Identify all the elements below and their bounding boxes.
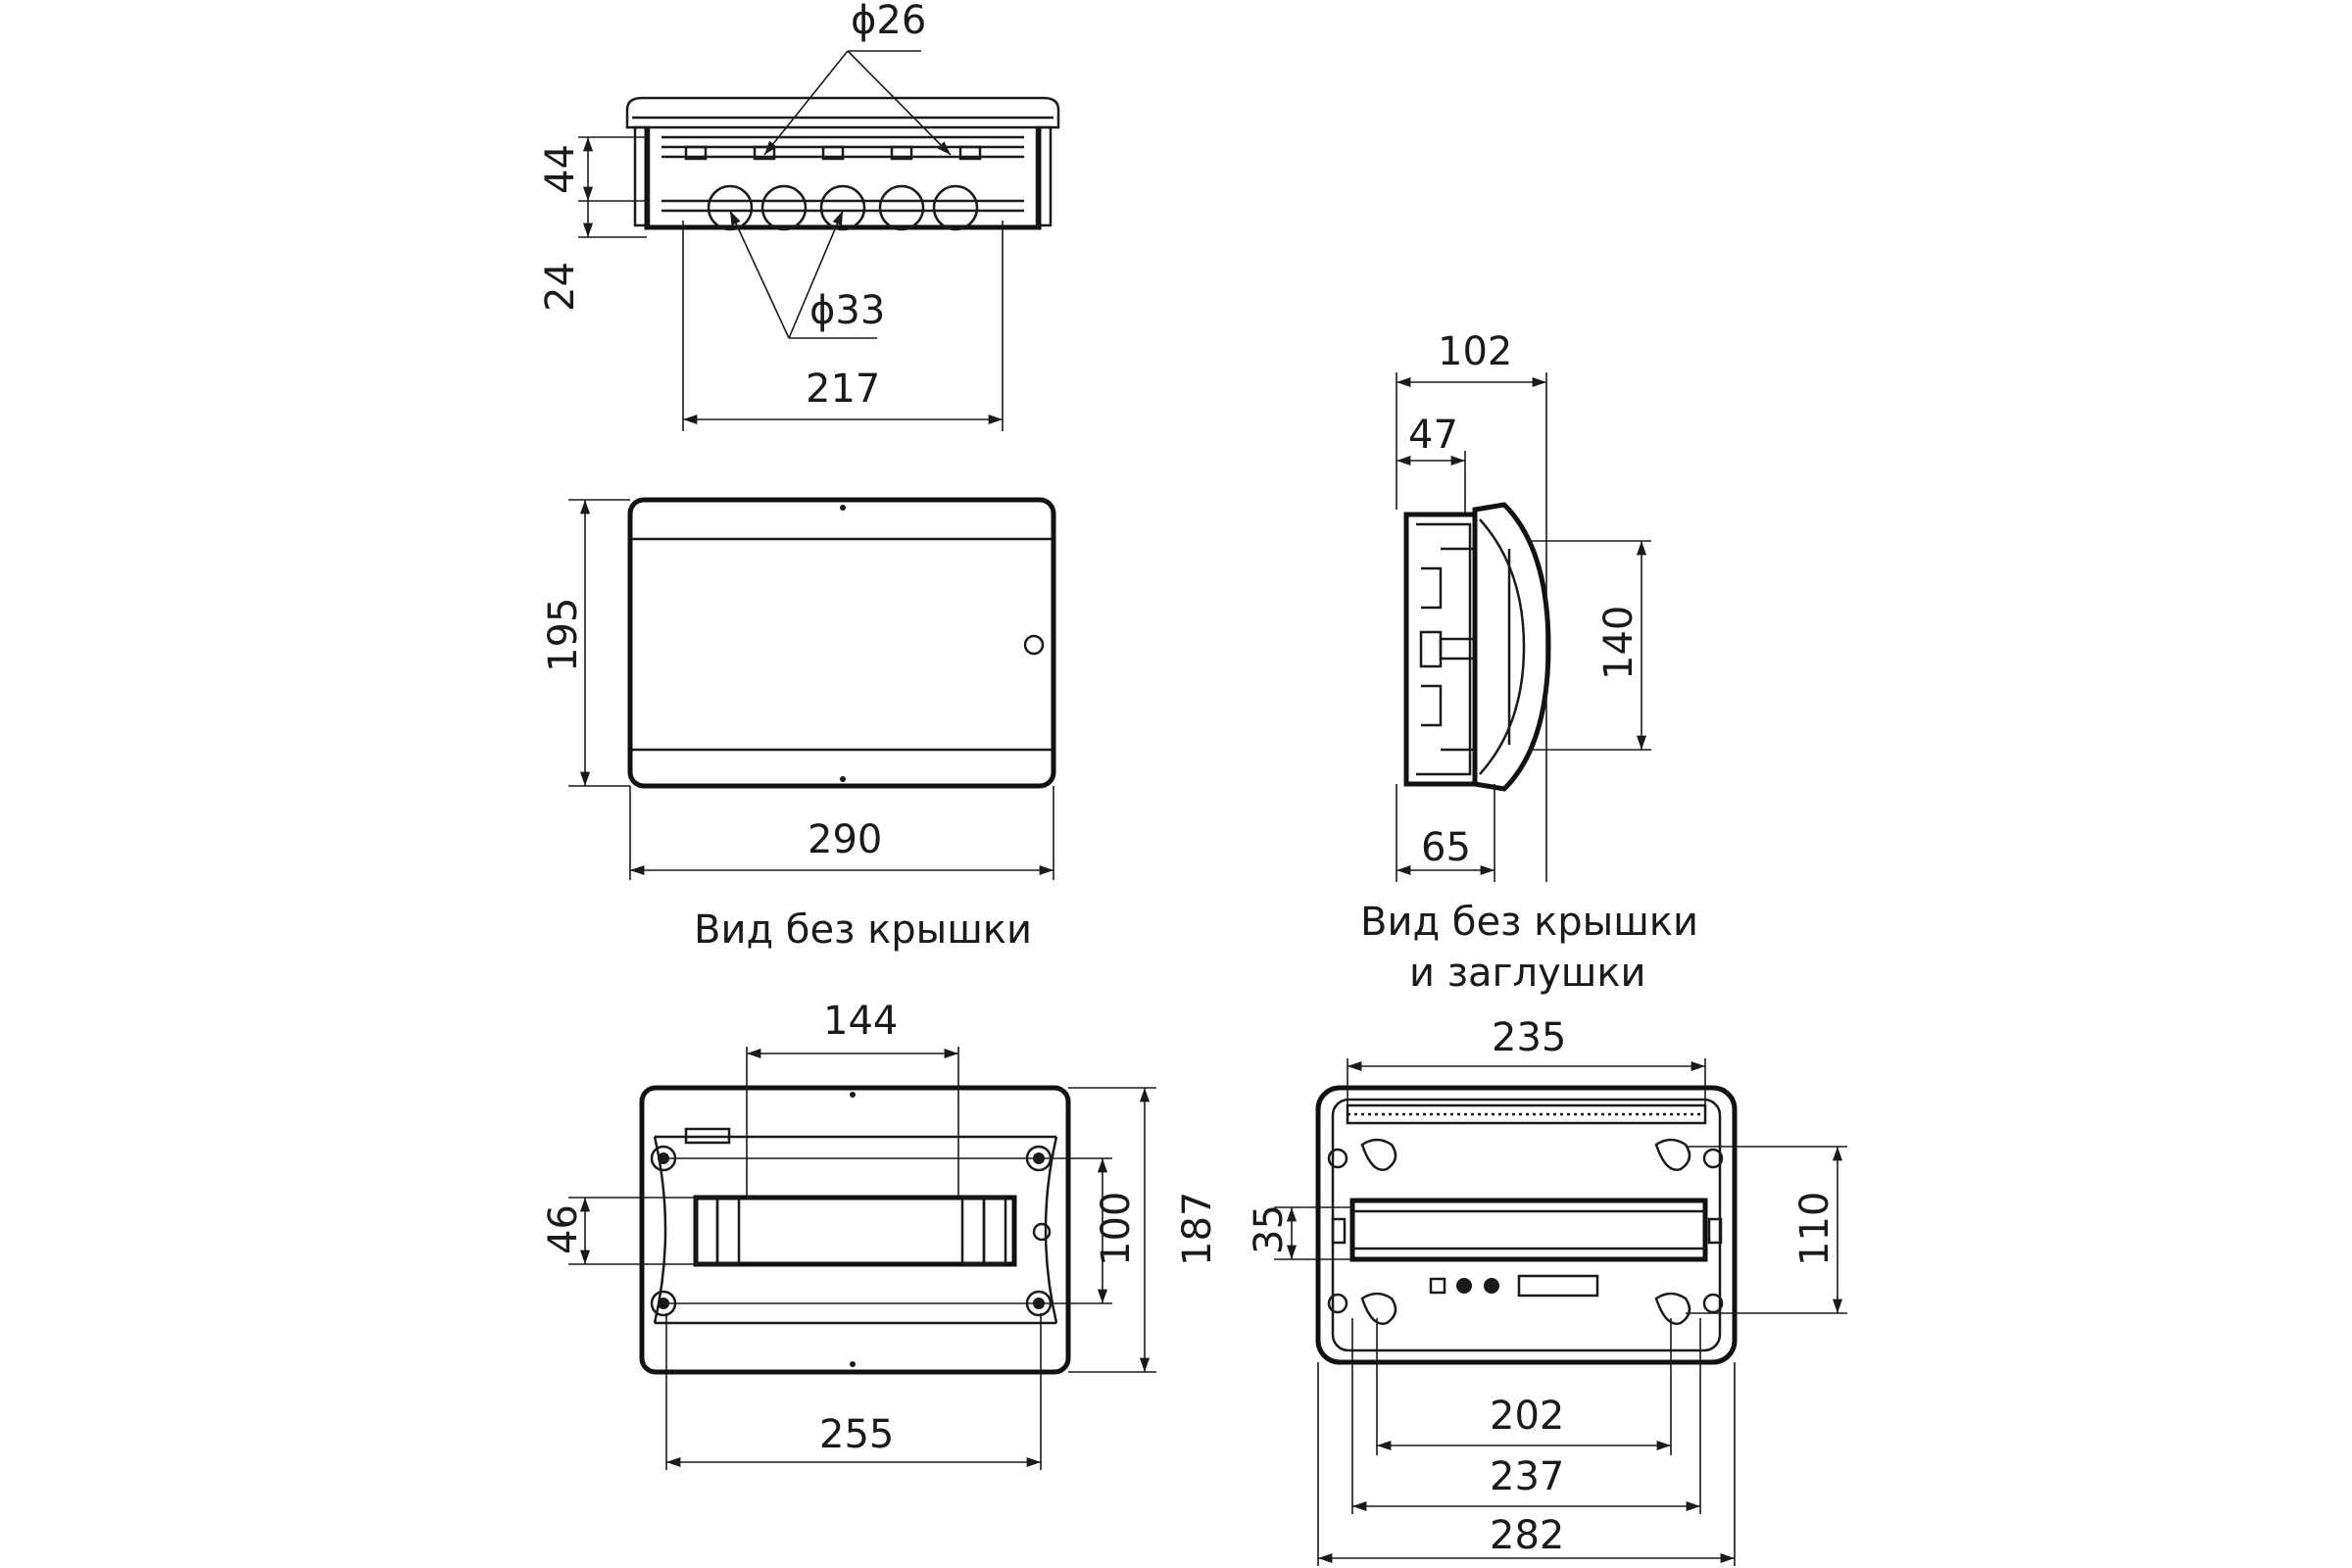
label-d26: ϕ26: [851, 0, 926, 43]
back-view-no-cover-no-plug: 235 35 110 202 237 282: [1247, 1015, 1847, 1566]
caption-view-no-cover-plug-line1: Вид без крышки: [1360, 900, 1698, 945]
label-front-195: 195: [541, 598, 586, 672]
label-top-217: 217: [806, 367, 880, 412]
top-view: ϕ26 ϕ33 44 24 217: [538, 0, 1060, 431]
label-br-202: 202: [1490, 1394, 1564, 1439]
label-d33: ϕ33: [809, 288, 885, 333]
side-view: 102 47 140 65: [1396, 329, 1651, 882]
label-side-65: 65: [1421, 825, 1471, 870]
label-side-140: 140: [1596, 606, 1642, 680]
label-br-282: 282: [1490, 1513, 1564, 1558]
label-top-24: 24: [538, 262, 583, 312]
label-side-102: 102: [1438, 329, 1512, 374]
label-br-235: 235: [1492, 1015, 1566, 1060]
caption-view-no-cover-plug-line2: и заглушки: [1409, 951, 1646, 996]
label-bl-144: 144: [823, 999, 898, 1044]
label-bl-46: 46: [541, 1204, 586, 1254]
label-bl-100: 100: [1094, 1192, 1139, 1266]
label-br-237: 237: [1490, 1454, 1564, 1499]
label-front-290: 290: [808, 817, 882, 862]
front-view: 195 290: [541, 497, 1056, 880]
back-view-no-cover: 144 46 100 187 255: [541, 999, 1220, 1470]
label-bl-255: 255: [819, 1412, 894, 1457]
caption-view-no-cover: Вид без крышки: [694, 907, 1032, 953]
label-top-44: 44: [538, 144, 583, 194]
label-br-35: 35: [1247, 1204, 1292, 1254]
label-side-47: 47: [1408, 413, 1458, 458]
label-bl-187: 187: [1175, 1192, 1220, 1266]
label-br-110: 110: [1792, 1192, 1838, 1266]
